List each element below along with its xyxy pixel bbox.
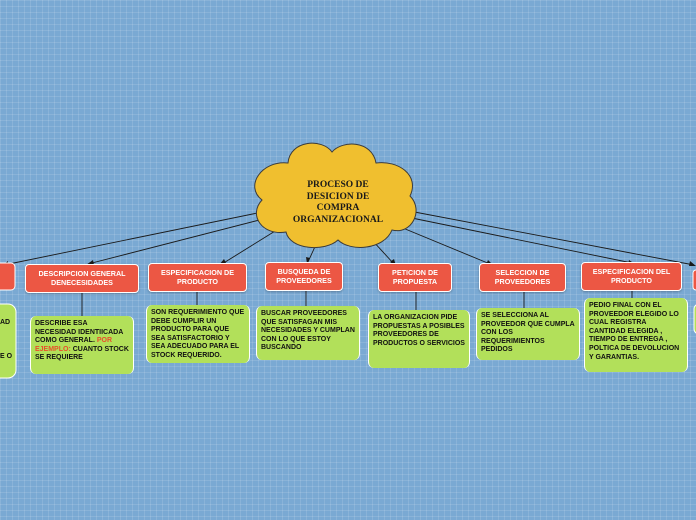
arrowhead-1: [86, 260, 94, 265]
note-descripcion-general-tail: CUANTO STOCK SE REQUIERE: [35, 345, 129, 362]
topic-busqueda-de-proveedores[interactable]: BUSQUEDA DE PROVEEDORES: [265, 262, 343, 291]
central-cloud[interactable]: [254, 142, 417, 249]
partial-note-left[interactable]: [0, 303, 17, 379]
topic-descripcion-general[interactable]: DESCRIPCION GENERAL DENECESIDADES: [25, 264, 139, 293]
connector-1: [87, 215, 276, 265]
arrowhead-right-edge: [689, 261, 696, 266]
connector-2: [221, 227, 281, 265]
central-topic-label: PROCESO DE DESICION DE COMPRA ORGANIZACI…: [292, 180, 384, 225]
partial-note-left-text: AD E O: [0, 306, 12, 374]
connector-right-edge: [403, 209, 695, 266]
note-seleccion-de-proveedores[interactable]: SE SELECCIONA AL PROVEEDOR QUE CUMPLA CO…: [476, 308, 580, 360]
partial-note-left-line-2: E O: [0, 353, 13, 360]
connector-lines: [3, 209, 695, 316]
note-descripcion-general-highlight: POR EJEMPLO:: [35, 337, 113, 353]
topic-especificacion-de-producto[interactable]: ESPECIFICACION DE PRODUCTO: [148, 263, 247, 292]
topic-seleccion-de-proveedores[interactable]: SELECCION DE PROVEEDORES: [479, 263, 566, 292]
note-peticion-de-propuesta-text: LA ORGANIZACION PIDE PROPUESTAS A POSIBL…: [373, 314, 465, 347]
note-descripcion-general[interactable]: DESCRIBE ESA NECESIDAD IDENTIICADA COMO …: [30, 316, 134, 374]
note-especificacion-de-producto[interactable]: SON REQUERIMIENTO QUE DEBE CUMPLIR UN PR…: [146, 305, 250, 363]
partial-topic-left[interactable]: [0, 262, 16, 291]
connector-6: [401, 215, 633, 264]
connector-left-edge: [3, 209, 273, 266]
topic-especificacion-del-producto[interactable]: ESPECIFICACION DEL PRODUCTO: [581, 262, 682, 291]
note-descripcion-general-text: DESCRIBE ESA NECESIDAD IDENTIICADA COMO …: [35, 320, 124, 345]
topic-peticion-de-propuesta[interactable]: PETICION DE PROPUESTA: [378, 263, 452, 292]
note-peticion-de-propuesta[interactable]: LA ORGANIZACION PIDE PROPUESTAS A POSIBL…: [368, 310, 470, 368]
note-busqueda-de-proveedores-text: BUSCAR PROVEEDORES QUE SATISFAGAN MIS NE…: [261, 310, 355, 352]
note-especificacion-del-producto[interactable]: PEDIO FINAL CON EL PROVEEDOR ELEGIDO LO …: [584, 298, 688, 372]
partial-note-left-line-1: AD: [0, 319, 11, 326]
note-especificacion-de-producto-text: SON REQUERIMIENTO QUE DEBE CUMPLIR UN PR…: [151, 309, 245, 359]
note-especificacion-del-producto-text: PEDIO FINAL CON EL PROVEEDOR ELEGIDO LO …: [589, 302, 680, 361]
connector-5: [397, 225, 491, 265]
partial-topic-right[interactable]: [692, 269, 696, 291]
note-seleccion-de-proveedores-text: SE SELECCIONA AL PROVEEDOR QUE CUMPLA CO…: [481, 312, 575, 354]
note-busqueda-de-proveedores[interactable]: BUSCAR PROVEEDORES QUE SATISFAGAN MIS NE…: [256, 306, 360, 360]
